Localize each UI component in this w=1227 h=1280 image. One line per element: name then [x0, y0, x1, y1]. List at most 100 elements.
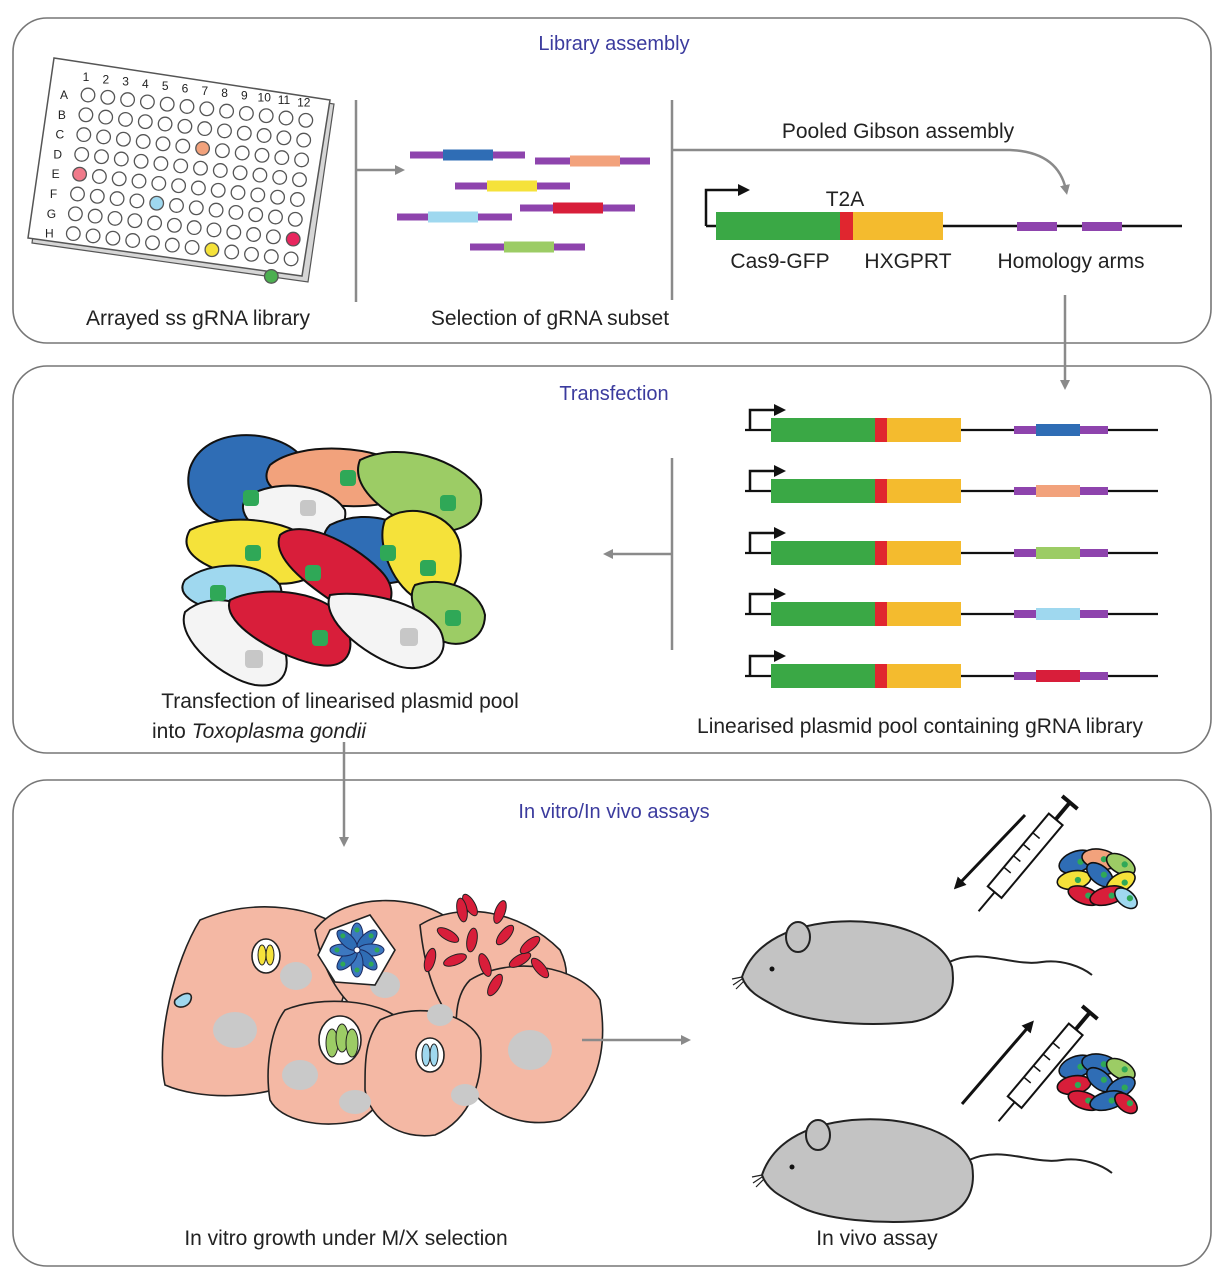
plate-well: [118, 111, 133, 127]
plate-well: [94, 149, 109, 165]
cas9-block: [716, 212, 840, 240]
plate-well: [173, 158, 189, 174]
gibson-label: Pooled Gibson assembly: [782, 120, 1015, 143]
plate-well: [149, 195, 165, 211]
parasite: [508, 952, 532, 968]
plate-well: [274, 150, 290, 166]
plate-column-label: 2: [102, 72, 109, 86]
vacuole-lightblue: [415, 1037, 445, 1073]
grna-insert: [1036, 485, 1080, 497]
plate-well: [186, 220, 202, 236]
plate-well: [85, 228, 101, 244]
parasite: [519, 935, 541, 955]
plasmid-construct: [745, 588, 1158, 626]
plate-row-label: H: [45, 227, 54, 241]
plate-column-label: 6: [182, 82, 189, 96]
plate-well: [212, 163, 228, 178]
pool-caption: Linearised plasmid pool containing gRNA …: [697, 715, 1143, 738]
plate-well: [115, 131, 131, 147]
vacuole-green: [318, 1015, 362, 1065]
plate-well: [113, 151, 129, 167]
plate-well: [80, 87, 96, 103]
plate-well: [234, 145, 250, 161]
invitro-caption: In vitro growth under M/X selection: [184, 1227, 507, 1250]
plate-row-label: D: [53, 147, 62, 161]
plate-wells: [65, 87, 314, 284]
parasite: [493, 900, 507, 924]
t2a-block: [840, 212, 853, 240]
hxgprt-block: [853, 212, 943, 240]
gibson-arrow: [672, 148, 1070, 195]
plate-well: [105, 230, 121, 246]
transfection-caption-line2: into Toxoplasma gondii: [152, 720, 367, 743]
plate-column-label: 10: [258, 91, 272, 105]
plate-well: [210, 182, 226, 198]
parasite: [443, 953, 467, 967]
mouse-icon: [751, 1118, 1113, 1223]
plate-well: [147, 215, 163, 231]
plate-column-label: 5: [162, 79, 169, 93]
plate-well: [151, 175, 167, 191]
plate-well: [236, 125, 252, 141]
plate-well: [238, 105, 254, 121]
plasmid-construct: [745, 404, 1158, 442]
plate-column-label: 8: [221, 86, 228, 100]
promoter-arrow-icon: [748, 408, 776, 430]
t2a-label: T2A: [826, 188, 865, 211]
plate-well: [72, 166, 88, 182]
plate-well: [100, 89, 116, 105]
plate-well: [195, 140, 211, 156]
plate-well: [296, 132, 312, 148]
panel-title-assays: In vitro/In vivo assays: [518, 801, 709, 823]
plate-well: [169, 198, 184, 213]
parasite: [487, 973, 503, 997]
plate-well: [197, 121, 213, 137]
transfection-caption-line1: Transfection of linearised plasmid pool: [161, 690, 519, 713]
plasmid-construct: [745, 465, 1158, 503]
invivo-caption: In vivo assay: [816, 1227, 938, 1250]
plate-well: [244, 246, 259, 262]
plate-well: [263, 268, 279, 284]
plate-well: [78, 107, 94, 123]
plate-well: [153, 156, 169, 172]
grna-insert: [1036, 670, 1080, 682]
plate-well: [166, 217, 182, 233]
syringe-icon: [997, 1004, 1099, 1122]
plate-well: [204, 242, 220, 258]
plate-well: [292, 172, 307, 188]
parasite: [436, 927, 460, 943]
cas9-label: Cas9-GFP: [730, 250, 829, 273]
plate-row-label: B: [58, 108, 66, 122]
plate-well: [157, 116, 173, 132]
plate-well: [246, 227, 262, 242]
plate-caption: Arrayed ss gRNA library: [86, 307, 311, 330]
plate-row-label: F: [50, 187, 57, 201]
plate-well: [109, 191, 125, 207]
plate-well: [70, 186, 85, 202]
plate-well: [278, 110, 294, 126]
plate-well: [96, 129, 112, 145]
plate-well: [129, 193, 145, 209]
injection-arrow-in: [953, 813, 1027, 890]
plate-well: [250, 187, 266, 203]
plate-well: [289, 192, 305, 207]
parasite: [478, 953, 492, 977]
plasmid-construct: [745, 527, 1158, 565]
parasite-rosette: [317, 914, 396, 986]
promoter-arrow-icon: [748, 469, 776, 491]
homology-label: Homology arms: [997, 250, 1144, 273]
promoter-arrow-icon: [748, 654, 776, 676]
plate-well: [159, 96, 175, 112]
plate-well: [214, 143, 230, 159]
plate-well: [133, 153, 149, 169]
plate-row-label: G: [47, 207, 56, 221]
grna-fragments: [397, 149, 650, 253]
plate-well: [206, 222, 222, 238]
plate-well: [67, 206, 83, 222]
homology-arm-left: [1017, 222, 1057, 231]
plate-well: [145, 235, 160, 251]
plate-column-label: 9: [241, 88, 248, 102]
plate-well: [270, 189, 286, 205]
